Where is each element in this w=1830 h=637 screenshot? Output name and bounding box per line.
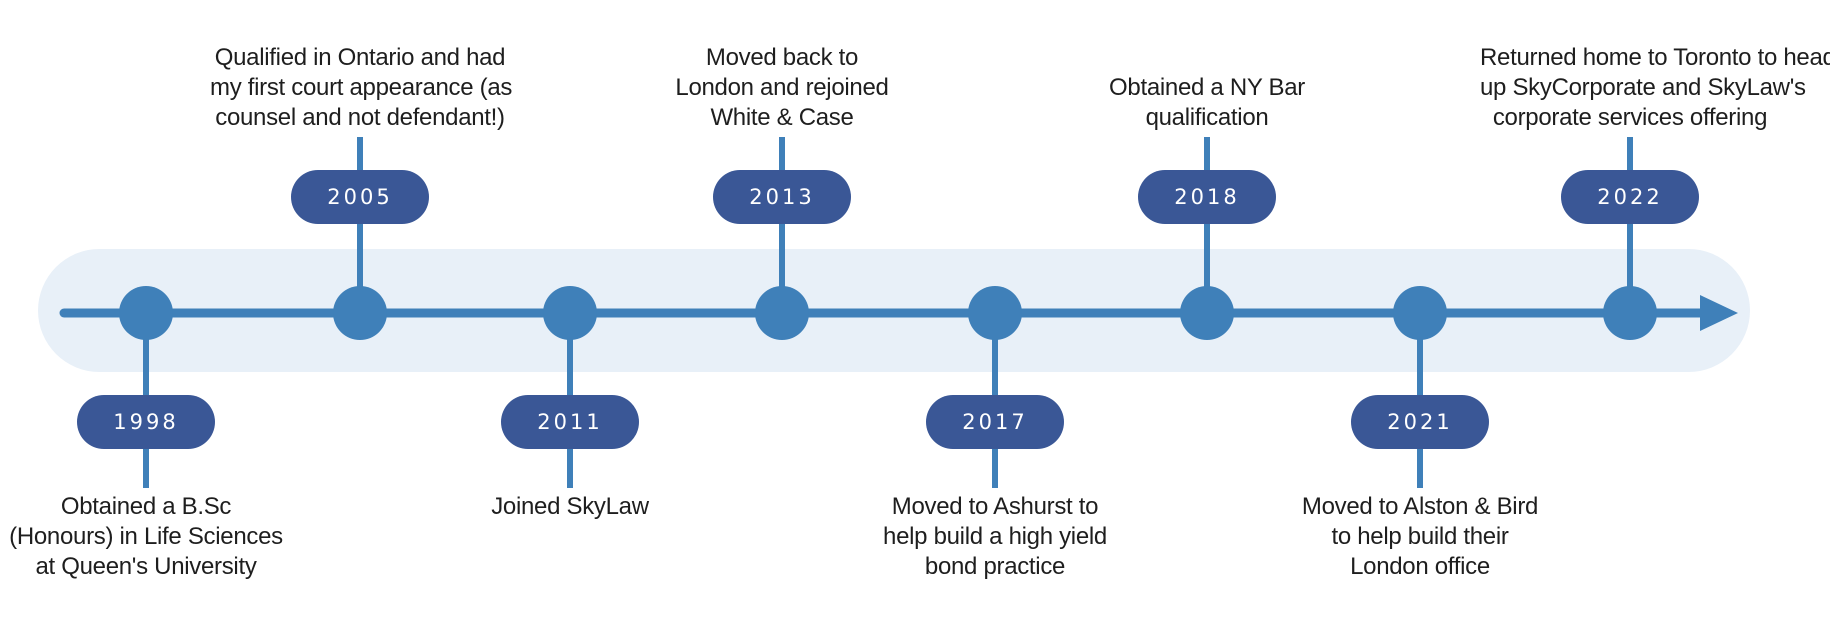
year-badge-2005: 2005 bbox=[291, 170, 429, 224]
event-description-line: Qualified in Ontario and had bbox=[214, 44, 506, 71]
event-description-2011: Joined SkyLaw bbox=[420, 492, 720, 522]
timeline-arrow-head bbox=[1700, 295, 1738, 331]
timeline-node-1998 bbox=[119, 286, 173, 340]
timeline-node-2013 bbox=[755, 286, 809, 340]
year-badge-2018: 2018 bbox=[1138, 170, 1276, 224]
event-description-line: London and rejoined bbox=[675, 74, 889, 101]
event-description-line: London office bbox=[1350, 553, 1490, 580]
event-description-2022: Returned home to Toronto to head up SkyCo… bbox=[1480, 43, 1830, 133]
event-description-2017: Moved to Ashurst to help build a high yie… bbox=[845, 492, 1145, 582]
year-badge-2017: 2017 bbox=[926, 395, 1064, 449]
event-description-2018: Obtained a NY Bar qualification bbox=[1057, 73, 1357, 133]
timeline-node-2022 bbox=[1603, 286, 1657, 340]
event-description-line: at Queen's University bbox=[35, 553, 257, 580]
event-description-1998: Obtained a B.Sc (Honours) in Life Science… bbox=[0, 492, 296, 582]
timeline-node-2005 bbox=[333, 286, 387, 340]
nodes bbox=[119, 286, 1657, 340]
year-badge-2022: 2022 bbox=[1561, 170, 1699, 224]
timeline-node-2021 bbox=[1393, 286, 1447, 340]
event-description-line: qualification bbox=[1145, 104, 1269, 131]
event-description-line: Obtained a NY Bar bbox=[1109, 74, 1305, 101]
event-description-line: up SkyCorporate and SkyLaw's bbox=[1480, 74, 1806, 101]
event-description-line: to help build their bbox=[1331, 523, 1509, 550]
event-description-line: my first court appearance (as bbox=[210, 74, 513, 101]
event-description-2021: Moved to Alston & Bird to help build thei… bbox=[1270, 492, 1570, 582]
event-description-line: Moved to Ashurst to bbox=[891, 493, 1099, 520]
event-description-2005: Qualified in Ontario and had my first cou… bbox=[210, 43, 513, 133]
event-description-line: Obtained a B.Sc bbox=[60, 493, 232, 520]
event-description-line: Moved back to bbox=[705, 44, 859, 71]
event-description-line: (Honours) in Life Sciences bbox=[9, 523, 283, 550]
timeline-node-2017 bbox=[968, 286, 1022, 340]
timeline-node-2011 bbox=[543, 286, 597, 340]
event-description-line: White & Case bbox=[710, 104, 854, 131]
event-description-line: Moved to Alston & Bird bbox=[1301, 493, 1539, 520]
event-description-line: corporate services offering bbox=[1492, 104, 1768, 131]
year-badge-2021: 2021 bbox=[1351, 395, 1489, 449]
year-badge-2011: 2011 bbox=[501, 395, 639, 449]
year-badge-2013: 2013 bbox=[713, 170, 851, 224]
event-description-line: help build a high yield bbox=[883, 523, 1107, 550]
event-description-line: Returned home to Toronto to head bbox=[1480, 44, 1830, 71]
event-description-line: Joined SkyLaw bbox=[491, 493, 649, 520]
event-description-line: counsel and not defendant!) bbox=[215, 104, 505, 131]
year-badge-1998: 1998 bbox=[77, 395, 215, 449]
event-description-line: bond practice bbox=[924, 553, 1066, 580]
timeline-node-2018 bbox=[1180, 286, 1234, 340]
